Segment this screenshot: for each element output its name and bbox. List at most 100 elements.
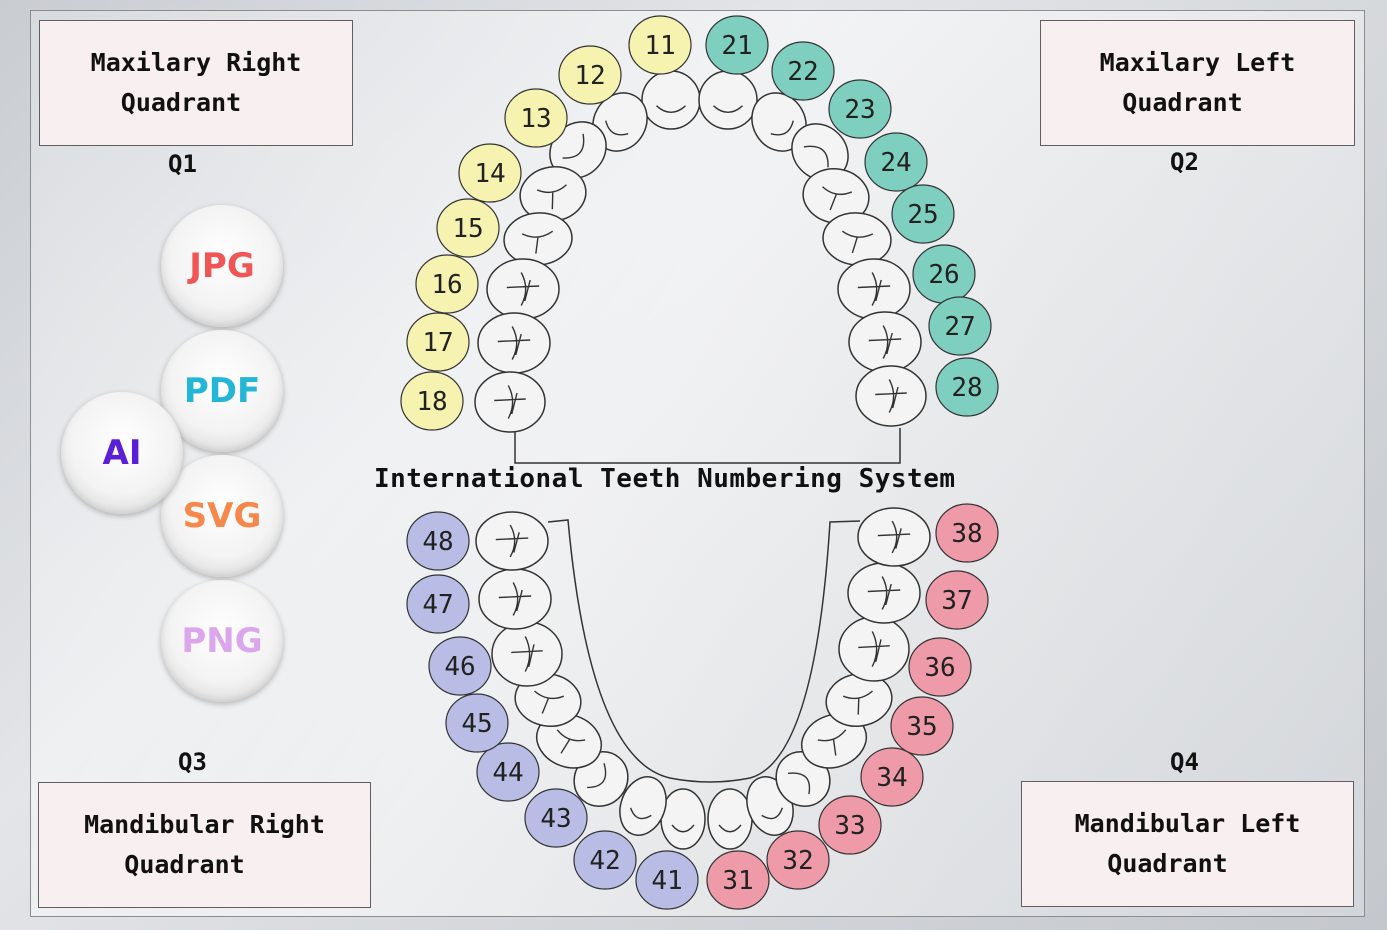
tooth-18-outline <box>474 371 546 433</box>
tooth-22-number: 22 <box>771 41 835 101</box>
tooth-23-label: 23 <box>844 95 875 125</box>
q3-box-line2: Quadrant <box>124 850 245 879</box>
png-badge-text: PNG <box>181 621 263 661</box>
tooth-34-label: 34 <box>876 763 907 793</box>
tooth-38-outline <box>857 507 931 567</box>
tooth-25-label: 25 <box>907 200 938 230</box>
tooth-17-outline <box>477 312 551 374</box>
tooth-44-label: 44 <box>492 758 523 788</box>
tooth-26-number: 26 <box>912 244 976 304</box>
tooth-27-label: 27 <box>944 312 975 342</box>
tooth-25-number: 25 <box>891 184 955 244</box>
tooth-46-number: 46 <box>428 636 492 696</box>
q1-box-line2: Quadrant <box>120 88 242 117</box>
tooth-36-outline <box>838 616 910 682</box>
ai-badge: AI <box>61 392 183 514</box>
tooth-41-number: 41 <box>635 850 699 910</box>
pdf-badge-text: PDF <box>183 371 261 411</box>
tooth-48-label: 48 <box>422 527 453 557</box>
tooth-43-number: 43 <box>524 788 588 848</box>
tooth-32-label: 32 <box>782 846 813 876</box>
tooth-45-number: 45 <box>445 693 509 753</box>
jpg-badge: JPG <box>161 205 283 327</box>
ai-badge-text: AI <box>102 433 142 473</box>
tooth-48-number: 48 <box>406 511 470 571</box>
tooth-28-label: 28 <box>951 373 982 403</box>
tooth-41-outline <box>660 788 706 850</box>
tooth-18-number: 18 <box>400 371 464 431</box>
tooth-35-outline <box>825 673 893 727</box>
tooth-36-number: 36 <box>908 637 972 697</box>
q1-box: Maxilary Right Quadrant <box>39 20 353 146</box>
tooth-24-label: 24 <box>880 148 911 178</box>
upper-arch-connector <box>514 428 901 464</box>
tooth-23-number: 23 <box>828 79 892 139</box>
tooth-15-number: 15 <box>436 198 500 258</box>
tooth-21-outline <box>698 70 758 130</box>
tooth-37-number: 37 <box>925 570 989 630</box>
tooth-26-outline <box>837 258 911 320</box>
tooth-15-outline <box>503 212 573 266</box>
q1-label: Q1 <box>168 150 197 178</box>
tooth-44-number: 44 <box>476 742 540 802</box>
tooth-12-label: 12 <box>574 61 605 91</box>
pdf-badge: PDF <box>161 330 283 452</box>
lower-arch-inner-curve <box>547 519 861 783</box>
q2-box: Maxilary Left Quadrant <box>1040 20 1355 146</box>
tooth-41-label: 41 <box>651 866 682 896</box>
q3-box-line1: Mandibular Right <box>84 810 325 839</box>
tooth-22-label: 22 <box>787 57 818 87</box>
tooth-11-number: 11 <box>628 15 692 75</box>
tooth-31-number: 31 <box>706 850 770 910</box>
tooth-46-label: 46 <box>444 652 475 682</box>
tooth-13-number: 13 <box>504 88 568 148</box>
tooth-16-label: 16 <box>431 270 462 300</box>
tooth-33-label: 33 <box>834 811 865 841</box>
tooth-11-outline <box>641 70 701 130</box>
svg-badge-text: SVG <box>182 496 262 536</box>
q4-box: Mandibular Left Quadrant <box>1021 781 1354 907</box>
tooth-38-label: 38 <box>951 519 982 549</box>
tooth-47-number: 47 <box>406 574 470 634</box>
diagram-title: International Teeth Numbering System <box>374 464 956 494</box>
q4-box-line2: Quadrant <box>1107 849 1228 878</box>
tooth-12-number: 12 <box>558 45 622 105</box>
tooth-35-number: 35 <box>890 696 954 756</box>
tooth-24-outline <box>802 168 870 224</box>
tooth-15-label: 15 <box>452 214 483 244</box>
tooth-33-number: 33 <box>818 795 882 855</box>
tooth-18-label: 18 <box>416 387 447 417</box>
png-badge: PNG <box>161 580 283 702</box>
tooth-42-label: 42 <box>589 846 620 876</box>
tooth-13-label: 13 <box>520 104 551 134</box>
tooth-21-label: 21 <box>721 31 752 61</box>
tooth-44-outline <box>535 713 603 769</box>
q1-box-line1: Maxilary Right <box>90 48 302 77</box>
tooth-14-label: 14 <box>474 159 505 189</box>
tooth-47-outline <box>478 568 552 630</box>
tooth-42-outline <box>619 776 667 836</box>
tooth-32-number: 32 <box>766 830 830 890</box>
q3-box: Mandibular Right Quadrant <box>38 782 371 908</box>
tooth-28-number: 28 <box>935 357 999 417</box>
tooth-16-number: 16 <box>415 254 479 314</box>
tooth-17-number: 17 <box>406 312 470 372</box>
tooth-11-label: 11 <box>644 31 675 61</box>
q4-box-line1: Mandibular Left <box>1074 809 1301 838</box>
q2-box-line2: Quadrant <box>1122 88 1243 117</box>
tooth-37-outline <box>847 562 921 624</box>
tooth-28-outline <box>855 365 927 427</box>
jpg-badge-text: JPG <box>189 246 255 286</box>
tooth-31-outline <box>707 788 753 850</box>
tooth-36-label: 36 <box>924 653 955 683</box>
tooth-48-outline <box>475 511 549 571</box>
q3-label: Q3 <box>178 748 207 776</box>
tooth-24-number: 24 <box>864 132 928 192</box>
tooth-26-label: 26 <box>928 260 959 290</box>
tooth-47-label: 47 <box>422 590 453 620</box>
q4-label: Q4 <box>1170 748 1199 776</box>
tooth-34-number: 34 <box>860 747 924 807</box>
tooth-46-outline <box>491 621 563 687</box>
tooth-43-label: 43 <box>540 804 571 834</box>
